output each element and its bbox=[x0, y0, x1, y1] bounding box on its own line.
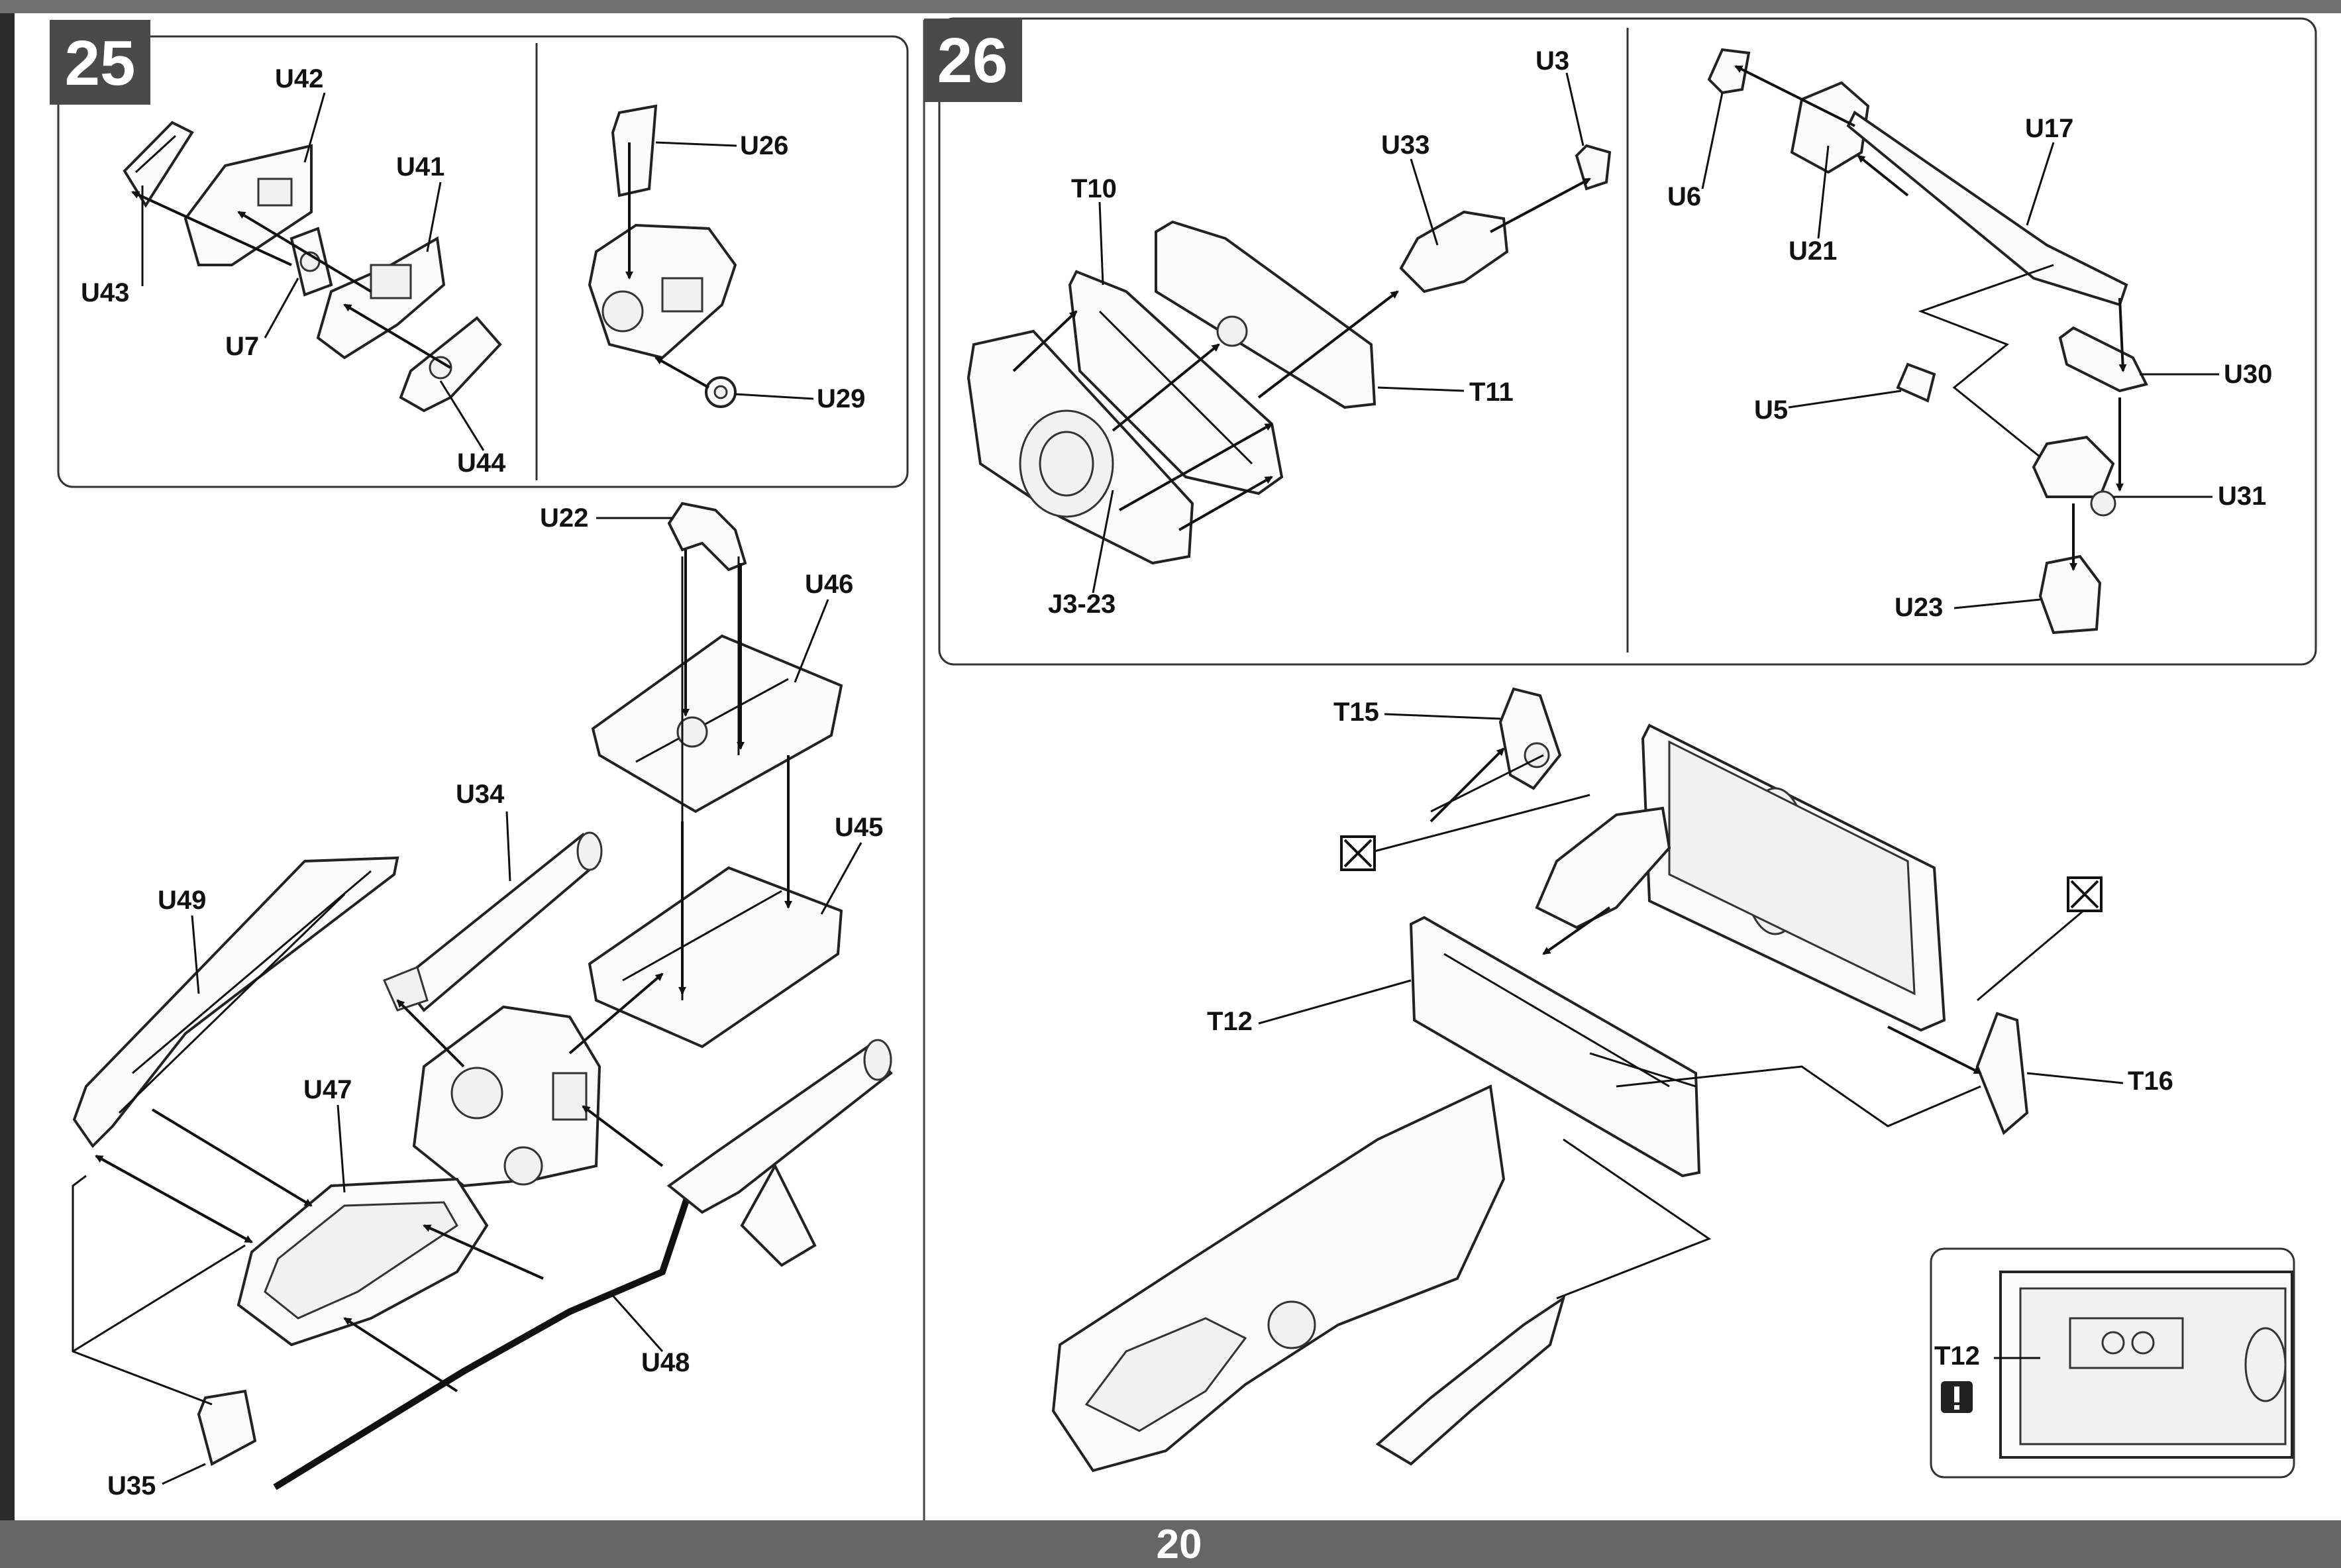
part-T12-drawing bbox=[1409, 915, 1701, 1178]
label-U23: U23 bbox=[1895, 593, 1943, 622]
label-U26: U26 bbox=[740, 131, 788, 160]
detail-inset bbox=[1930, 1247, 2295, 1479]
part-U29-drawing bbox=[705, 376, 737, 408]
part-U49-drawing bbox=[72, 856, 399, 1149]
label-U6: U6 bbox=[1667, 182, 1701, 211]
label-U29: U29 bbox=[817, 384, 865, 413]
no-glue-icon bbox=[1340, 835, 1376, 871]
part-U44-drawing bbox=[399, 316, 502, 413]
label-U45: U45 bbox=[835, 813, 883, 842]
label-U48: U48 bbox=[641, 1348, 690, 1377]
no-glue-icon bbox=[2067, 876, 2103, 912]
header-band bbox=[0, 0, 2341, 13]
step-26-number-box bbox=[924, 19, 1022, 102]
part-U23-drawing bbox=[2038, 554, 2102, 635]
label-U43: U43 bbox=[81, 278, 129, 307]
part-U47-drawing bbox=[236, 1177, 489, 1347]
label-U22: U22 bbox=[540, 503, 588, 533]
step-26-top-frame bbox=[938, 17, 2317, 666]
label-U30: U30 bbox=[2224, 360, 2272, 389]
part-U7-drawing bbox=[289, 227, 333, 297]
part-T15-drawing bbox=[1498, 687, 1562, 790]
part-U34-drawing bbox=[382, 831, 603, 1012]
part-U42-drawing bbox=[183, 144, 313, 266]
step-25-top-frame bbox=[57, 35, 909, 488]
part-U33-drawing bbox=[1399, 210, 1509, 293]
part-U17-drawing bbox=[1846, 111, 2128, 307]
label-U42: U42 bbox=[275, 64, 323, 93]
label-U44: U44 bbox=[457, 448, 506, 478]
part-U22-drawing bbox=[667, 501, 747, 572]
label-U21: U21 bbox=[1789, 236, 1837, 266]
label-U5: U5 bbox=[1754, 395, 1788, 425]
step-25: 25 bbox=[50, 20, 909, 1500]
tool-assembly-drawing bbox=[666, 1039, 893, 1267]
part-U26-drawing bbox=[611, 104, 658, 197]
part-T16-drawing bbox=[1975, 1012, 2029, 1135]
label-U33: U33 bbox=[1381, 131, 1430, 160]
detail-inset-frame bbox=[1930, 1247, 2295, 1479]
label-T12: T12 bbox=[1207, 1007, 1253, 1036]
part-J3-23-drawing bbox=[966, 329, 1194, 565]
gearbox-drawing bbox=[412, 1005, 601, 1188]
completed-assembly-drawing bbox=[1051, 1084, 1566, 1473]
part-U5-drawing bbox=[1896, 362, 1936, 403]
page-number: 20 bbox=[1157, 1522, 1202, 1567]
label-U41: U41 bbox=[396, 152, 444, 182]
step-25-number-box bbox=[50, 20, 150, 105]
label-U3: U3 bbox=[1535, 46, 1569, 76]
label-T15: T15 bbox=[1333, 698, 1379, 727]
label-U17: U17 bbox=[2025, 114, 2073, 143]
label-U49: U49 bbox=[158, 886, 206, 915]
part-U45-drawing bbox=[588, 866, 843, 1049]
label-T16: T16 bbox=[2128, 1067, 2173, 1096]
label-T10: T10 bbox=[1071, 174, 1117, 203]
step-26-number: 26 bbox=[937, 25, 1008, 96]
label-U47: U47 bbox=[303, 1075, 352, 1104]
exclamation-icon bbox=[1941, 1381, 1973, 1413]
label-U7: U7 bbox=[225, 332, 259, 361]
label-U34: U34 bbox=[456, 780, 505, 809]
part-U46-drawing bbox=[591, 634, 843, 813]
part-T11-drawing bbox=[1155, 220, 1377, 409]
hull-front-drawing bbox=[1641, 723, 1946, 1032]
part-U31-drawing bbox=[2032, 435, 2116, 517]
step-26: 26 bbox=[924, 17, 2317, 1479]
sub-assembly-drawing bbox=[1535, 806, 1671, 929]
part-U41-drawing bbox=[316, 236, 446, 360]
housing-drawing bbox=[588, 223, 737, 360]
label-U31: U31 bbox=[2218, 482, 2266, 511]
label-T12-detail: T12 bbox=[1934, 1341, 1980, 1371]
label-J3-23: J3-23 bbox=[1048, 590, 1116, 619]
label-U35: U35 bbox=[107, 1471, 156, 1500]
label-T11: T11 bbox=[1469, 378, 1514, 407]
step-25-number: 25 bbox=[65, 28, 136, 99]
binding-edge bbox=[0, 13, 15, 1520]
footer-band bbox=[0, 1520, 2341, 1568]
part-T10-drawing bbox=[1068, 270, 1284, 496]
part-U30-drawing bbox=[2058, 326, 2148, 393]
label-U46: U46 bbox=[805, 570, 853, 599]
